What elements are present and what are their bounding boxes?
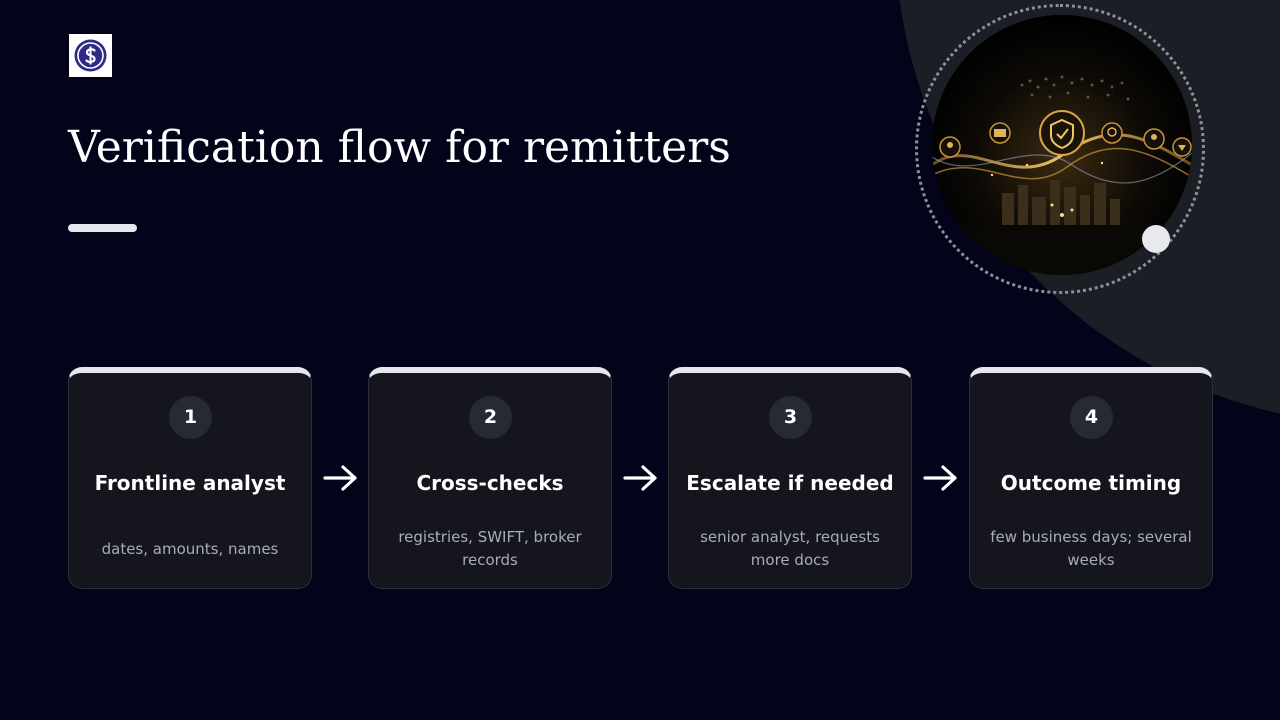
title-underline — [68, 224, 137, 232]
step-card-1: 1 Frontline analyst dates, amounts, name… — [68, 367, 312, 589]
step-card-3: 3 Escalate if needed senior analyst, req… — [668, 367, 912, 589]
step-title: Outcome timing — [1000, 471, 1182, 495]
step-title: Cross-checks — [416, 471, 564, 495]
step-number: 2 — [469, 396, 512, 439]
ring-indicator-dot — [1142, 225, 1170, 253]
dotted-ring — [915, 4, 1205, 294]
arrow-right-icon — [622, 462, 660, 494]
arrow-right-icon — [322, 462, 360, 494]
step-number: 4 — [1070, 396, 1113, 439]
arrow-right-icon — [922, 462, 960, 494]
step-number: 1 — [169, 396, 212, 439]
step-title: Frontline analyst — [94, 471, 286, 495]
step-description: registries, SWIFT, broker records — [398, 528, 582, 569]
step-card-4: 4 Outcome timing few business days; seve… — [969, 367, 1213, 589]
step-description: few business days; several weeks — [990, 528, 1192, 569]
page-title: Verification flow for remitters — [68, 122, 731, 173]
step-description: senior analyst, requests more docs — [700, 528, 880, 569]
step-title: Escalate if needed — [686, 471, 894, 495]
step-number: 3 — [769, 396, 812, 439]
step-card-2: 2 Cross-checks registries, SWIFT, broker… — [368, 367, 612, 589]
dollar-coin-icon — [74, 39, 107, 72]
step-description: dates, amounts, names — [101, 539, 279, 558]
logo — [69, 34, 112, 77]
